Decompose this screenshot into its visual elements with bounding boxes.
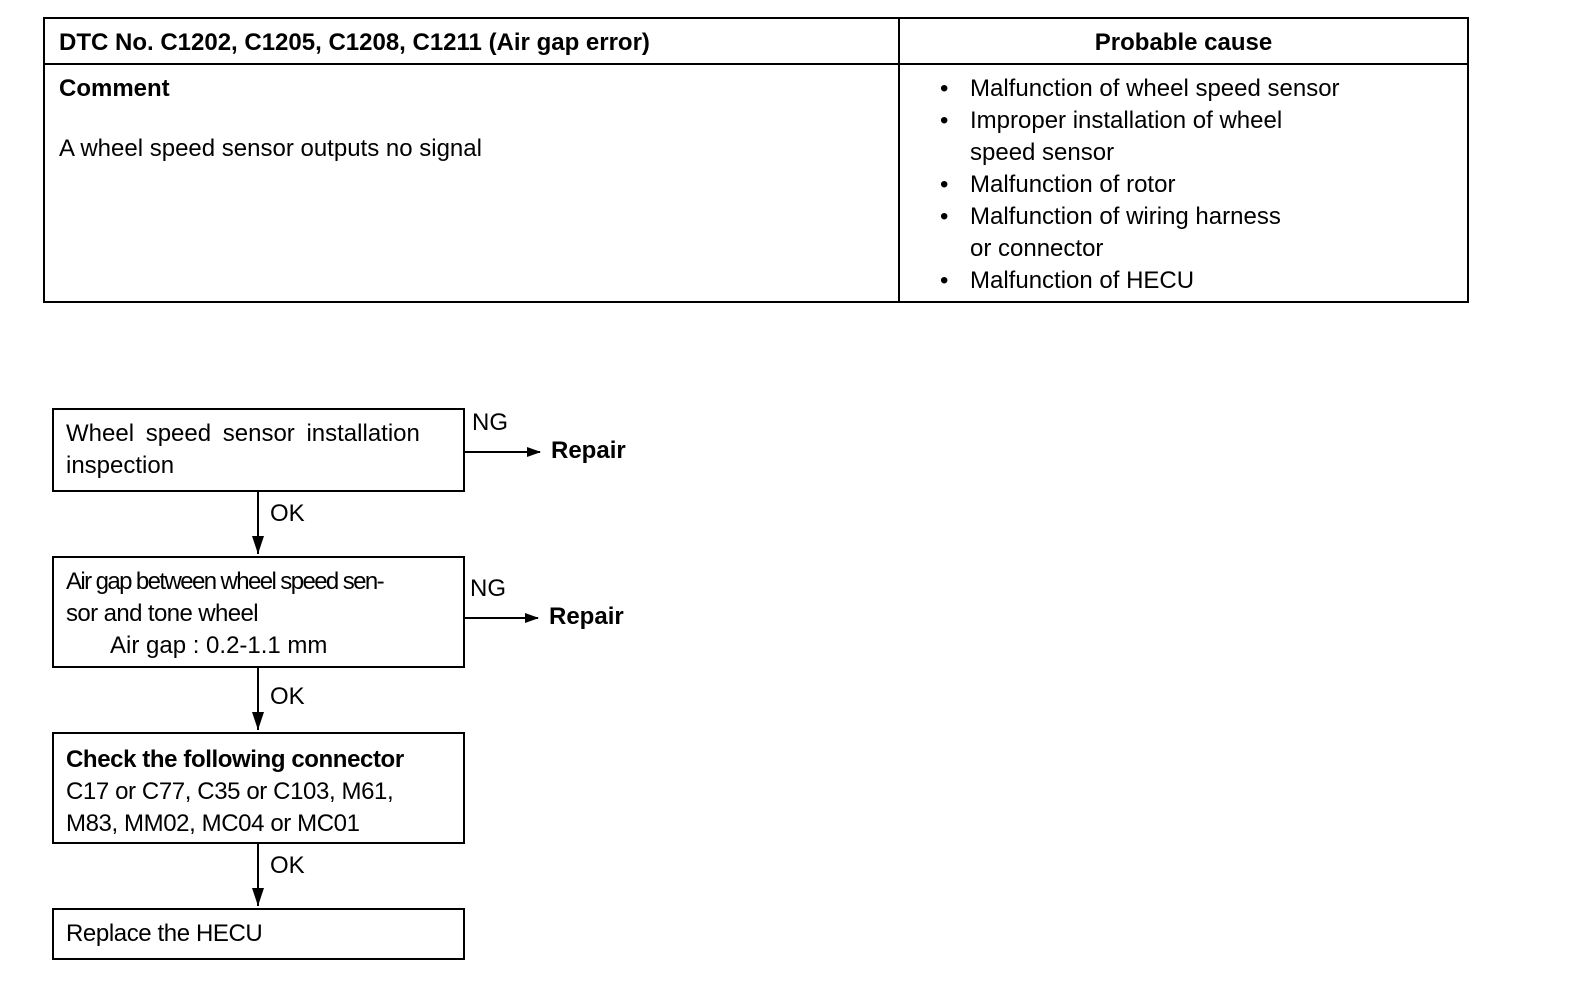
comment-cell: Comment A wheel speed sensor outputs no … (43, 63, 900, 303)
comment-title: Comment (59, 75, 170, 102)
ok-label: OK (270, 500, 305, 527)
comment-text: A wheel speed sensor outputs no signal (59, 135, 482, 162)
dtc-table: DTC No. C1202, C1205, C1208, C1211 (Air … (43, 17, 1469, 303)
ok-label: OK (270, 852, 305, 879)
causes-list: Malfunction of wheel speed sensor Improp… (934, 73, 1467, 297)
step-replace-hecu: Replace the HECU (52, 908, 465, 960)
step-air-gap-check: Air gap between wheel speed sen- sor and… (52, 556, 465, 668)
step-sensor-installation-inspection: Wheel speed sensor installation inspecti… (52, 408, 465, 492)
ng-label: NG (470, 575, 506, 602)
cause-item: Malfunction of rotor (934, 169, 1467, 201)
probable-cause-header: Probable cause (898, 17, 1469, 65)
causes-cell: Malfunction of wheel speed sensor Improp… (898, 63, 1469, 303)
repair-label: Repair (549, 603, 624, 630)
dtc-header: DTC No. C1202, C1205, C1208, C1211 (Air … (43, 17, 900, 65)
cause-item: Malfunction of wheel speed sensor (934, 73, 1467, 105)
ng-label: NG (472, 409, 508, 436)
cause-item: Malfunction of HECU (934, 265, 1467, 297)
repair-label: Repair (551, 437, 626, 464)
ok-label: OK (270, 683, 305, 710)
step-check-connectors: Check the following connector C17 or C77… (52, 732, 465, 844)
